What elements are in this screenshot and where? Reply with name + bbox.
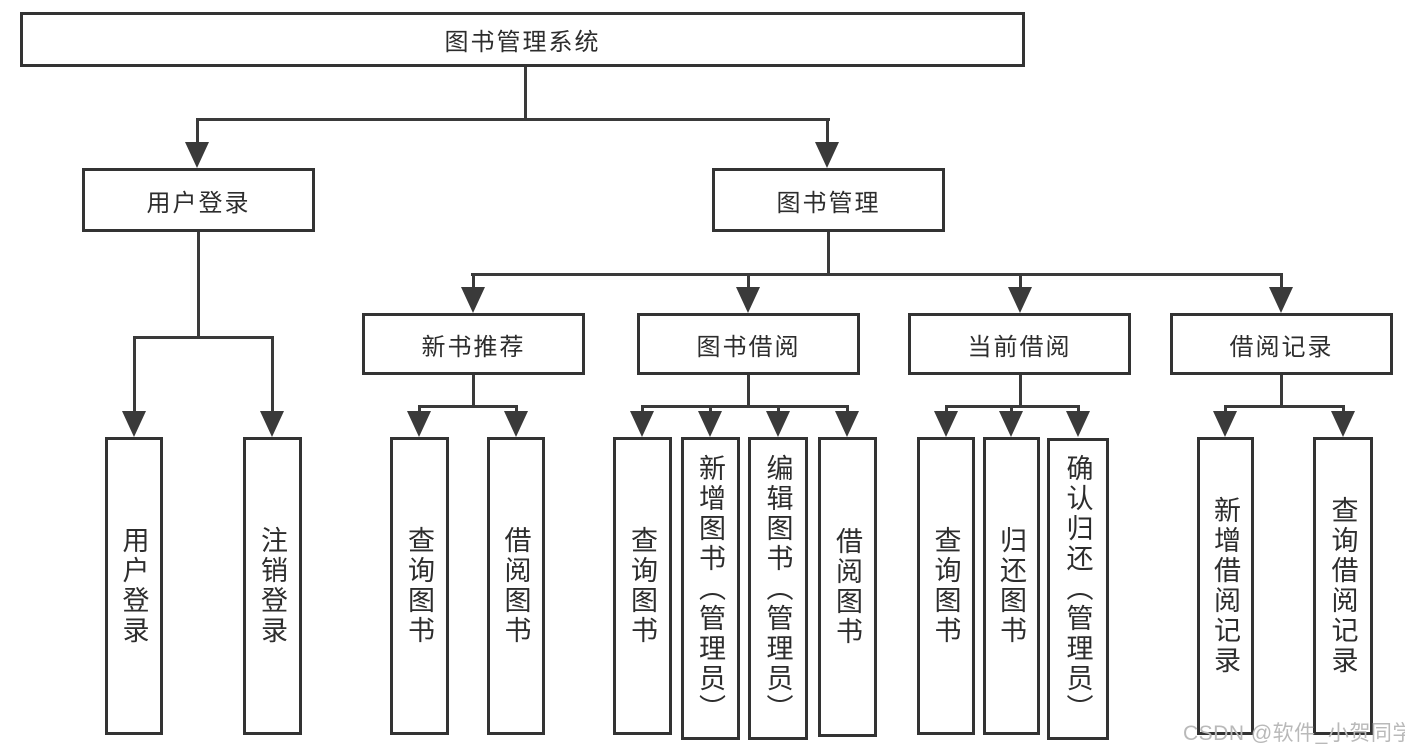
connector-trunk xyxy=(1280,375,1283,408)
node-logout: 注销登录 xyxy=(243,437,302,735)
arrow-down-icon xyxy=(260,411,284,437)
connector-stem xyxy=(1280,273,1283,293)
arrow-down-icon xyxy=(766,411,790,437)
arrow-down-icon xyxy=(934,411,958,437)
arrow-down-icon xyxy=(1066,411,1090,437)
node-borrow-books-recommend: 借阅图书 xyxy=(487,437,545,735)
connector-stem xyxy=(826,118,829,148)
arrow-down-icon xyxy=(461,287,485,313)
connector-trunk xyxy=(472,375,475,408)
node-new-book-recommend: 新书推荐 xyxy=(362,313,585,375)
node-book-management: 图书管理 xyxy=(712,168,945,232)
arrow-down-icon xyxy=(999,411,1023,437)
connector-trunk xyxy=(747,375,750,408)
arrow-down-icon xyxy=(815,142,839,168)
connector-stem xyxy=(196,118,199,148)
arrow-down-icon xyxy=(1331,411,1355,437)
node-login: 用户登录 xyxy=(105,437,163,735)
arrow-down-icon xyxy=(1008,287,1032,313)
arrow-down-icon xyxy=(185,142,209,168)
connector-user-login-trunk xyxy=(197,232,200,339)
connector-level3-branch xyxy=(471,273,1282,276)
connector-stem xyxy=(133,336,136,416)
connector-stem xyxy=(472,273,475,293)
node-confirm-return-admin: 确认归还（管理员） xyxy=(1047,438,1109,740)
arrow-down-icon xyxy=(698,411,722,437)
node-add-books-admin: 新增图书（管理员） xyxy=(681,437,740,740)
connector-level2-branch xyxy=(196,118,830,121)
node-edit-books-admin: 编辑图书（管理员） xyxy=(748,437,808,740)
connector-stem xyxy=(1019,273,1022,293)
arrow-down-icon xyxy=(122,411,146,437)
arrow-down-icon xyxy=(736,287,760,313)
arrow-down-icon xyxy=(407,411,431,437)
connector-trunk xyxy=(1019,375,1022,408)
node-user-login: 用户登录 xyxy=(82,168,315,232)
connector-branch xyxy=(1224,405,1344,408)
node-return-books: 归还图书 xyxy=(983,437,1040,735)
node-current-borrowing: 当前借阅 xyxy=(908,313,1131,375)
arrow-down-icon xyxy=(630,411,654,437)
node-query-books-recommend: 查询图书 xyxy=(390,437,449,735)
node-query-books-borrowing: 查询图书 xyxy=(613,437,672,735)
connector-stem xyxy=(271,336,274,416)
connector-stem xyxy=(747,273,750,293)
watermark: CSDN @软件_小贺同学 xyxy=(1183,722,1405,745)
connector-user-login-branch xyxy=(133,336,274,339)
node-query-books-current: 查询图书 xyxy=(917,437,975,735)
arrow-down-icon xyxy=(1269,287,1293,313)
connector-book-management-trunk xyxy=(827,232,830,276)
node-borrowing-records: 借阅记录 xyxy=(1170,313,1393,375)
node-borrow-books-borrowing: 借阅图书 xyxy=(818,437,877,737)
arrow-down-icon xyxy=(504,411,528,437)
connector-branch xyxy=(418,405,517,408)
node-add-borrow-record: 新增借阅记录 xyxy=(1197,437,1254,735)
connector-root-trunk xyxy=(524,67,527,121)
arrow-down-icon xyxy=(1213,411,1237,437)
node-root: 图书管理系统 xyxy=(20,12,1025,67)
connector-branch xyxy=(641,405,848,408)
node-query-borrow-record: 查询借阅记录 xyxy=(1313,437,1373,735)
arrow-down-icon xyxy=(835,411,859,437)
node-book-borrowing: 图书借阅 xyxy=(637,313,860,375)
